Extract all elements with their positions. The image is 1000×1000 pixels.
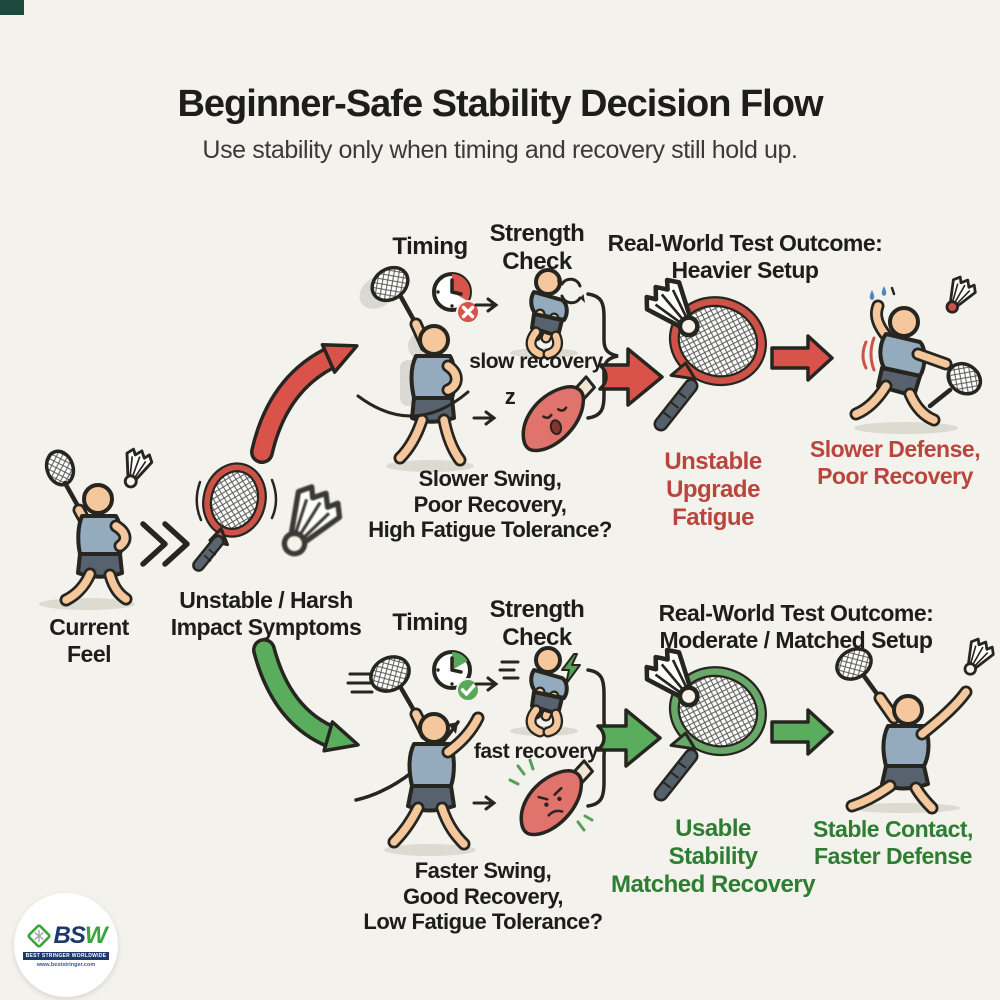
brand-logo: BSW BEST STRINGER WORLDWIDE www.beststri… <box>14 893 118 997</box>
off-balance-player-icon <box>849 272 983 434</box>
check-mark-icon <box>460 683 476 697</box>
brand-logo-row: BSW <box>26 922 107 950</box>
page-title: Beginner-Safe Stability Decision Flow <box>177 83 823 125</box>
blurred-shuttlecock-icon <box>262 486 334 564</box>
brand-url: www.beststringer.com <box>36 962 96 968</box>
arrow-right-small-icon <box>474 297 499 313</box>
energy-bolt-icon <box>561 653 581 685</box>
outcome-title-top: Real-World Test Outcome: Heavier Setup <box>607 230 883 283</box>
sleep-hint: z <box>504 384 516 409</box>
timing-clock-pass-icon <box>432 650 480 702</box>
recovery-note-top: slow recovery <box>469 350 603 373</box>
alert-muscle-icon <box>508 758 594 837</box>
outcome-title-bottom: Real-World Test Outcome: Moderate / Matc… <box>658 600 934 653</box>
timing-label-top: Timing <box>392 233 468 260</box>
arrow-right-small-icon <box>472 410 497 426</box>
crouching-player-bottom-icon <box>498 646 578 738</box>
result-caption-bottom: Stable Contact, Faster Defense <box>813 816 973 869</box>
merge-arrow-top-icon <box>598 347 664 407</box>
timing-clock-fail-icon <box>432 272 480 324</box>
question-top: Slower Swing, Poor Recovery, High Fatigu… <box>368 466 612 543</box>
corner-mark <box>0 0 24 15</box>
current-feel-label: Current Feel <box>49 614 129 667</box>
page-subtitle: Use stability only when timing and recov… <box>202 136 798 164</box>
x-mark-icon <box>461 305 475 319</box>
brand-tagline: BEST STRINGER WORLDWIDE <box>22 952 110 960</box>
branch-arrow-down-icon <box>252 638 360 753</box>
outcome-caption-top: Unstable Upgrade Fatigue <box>664 448 762 531</box>
strength-check-label-bottom: Strength Check <box>489 596 585 651</box>
lunging-player-icon <box>835 634 999 815</box>
current-feel-player-icon <box>39 444 156 610</box>
brand-diamond-icon <box>26 924 51 948</box>
timing-label-bottom: Timing <box>392 609 468 636</box>
symptoms-label: Unstable / Harsh Impact Symptoms <box>170 587 362 640</box>
recovery-note-bottom: fast recovery <box>473 740 599 763</box>
result-arrow-bottom-icon <box>770 708 834 756</box>
merge-arrow-bottom-icon <box>596 708 662 768</box>
arrow-right-small-icon <box>474 676 499 692</box>
branch-arrow-up-icon <box>250 342 359 464</box>
strength-check-label-top: Strength Check <box>489 220 585 275</box>
shuttlecock-icon <box>115 444 156 493</box>
outcome-caption-bottom: Usable Stability Matched Recovery <box>610 815 816 898</box>
result-arrow-top-icon <box>770 334 834 382</box>
result-caption-top: Slower Defense, Poor Recovery <box>809 436 981 489</box>
vibrating-racket-icon <box>192 462 278 572</box>
shuttlecock-icon <box>937 272 981 320</box>
swinging-player-top-icon <box>356 265 474 472</box>
swinging-player-bottom-icon <box>346 655 485 856</box>
merge-brace-top <box>586 292 619 420</box>
crouching-player-top-icon <box>510 268 578 360</box>
fatigued-muscle-icon <box>521 375 596 453</box>
brand-abbr: BSW <box>53 922 108 949</box>
arrow-right-small-icon <box>472 795 497 811</box>
double-chevron-arrow-icon <box>140 521 190 567</box>
heavier-racket-icon <box>645 286 767 432</box>
recovery-cycle-icon <box>557 277 585 305</box>
matched-racket-icon <box>645 656 767 802</box>
question-bottom: Faster Swing, Good Recovery, Low Fatigue… <box>363 858 603 935</box>
